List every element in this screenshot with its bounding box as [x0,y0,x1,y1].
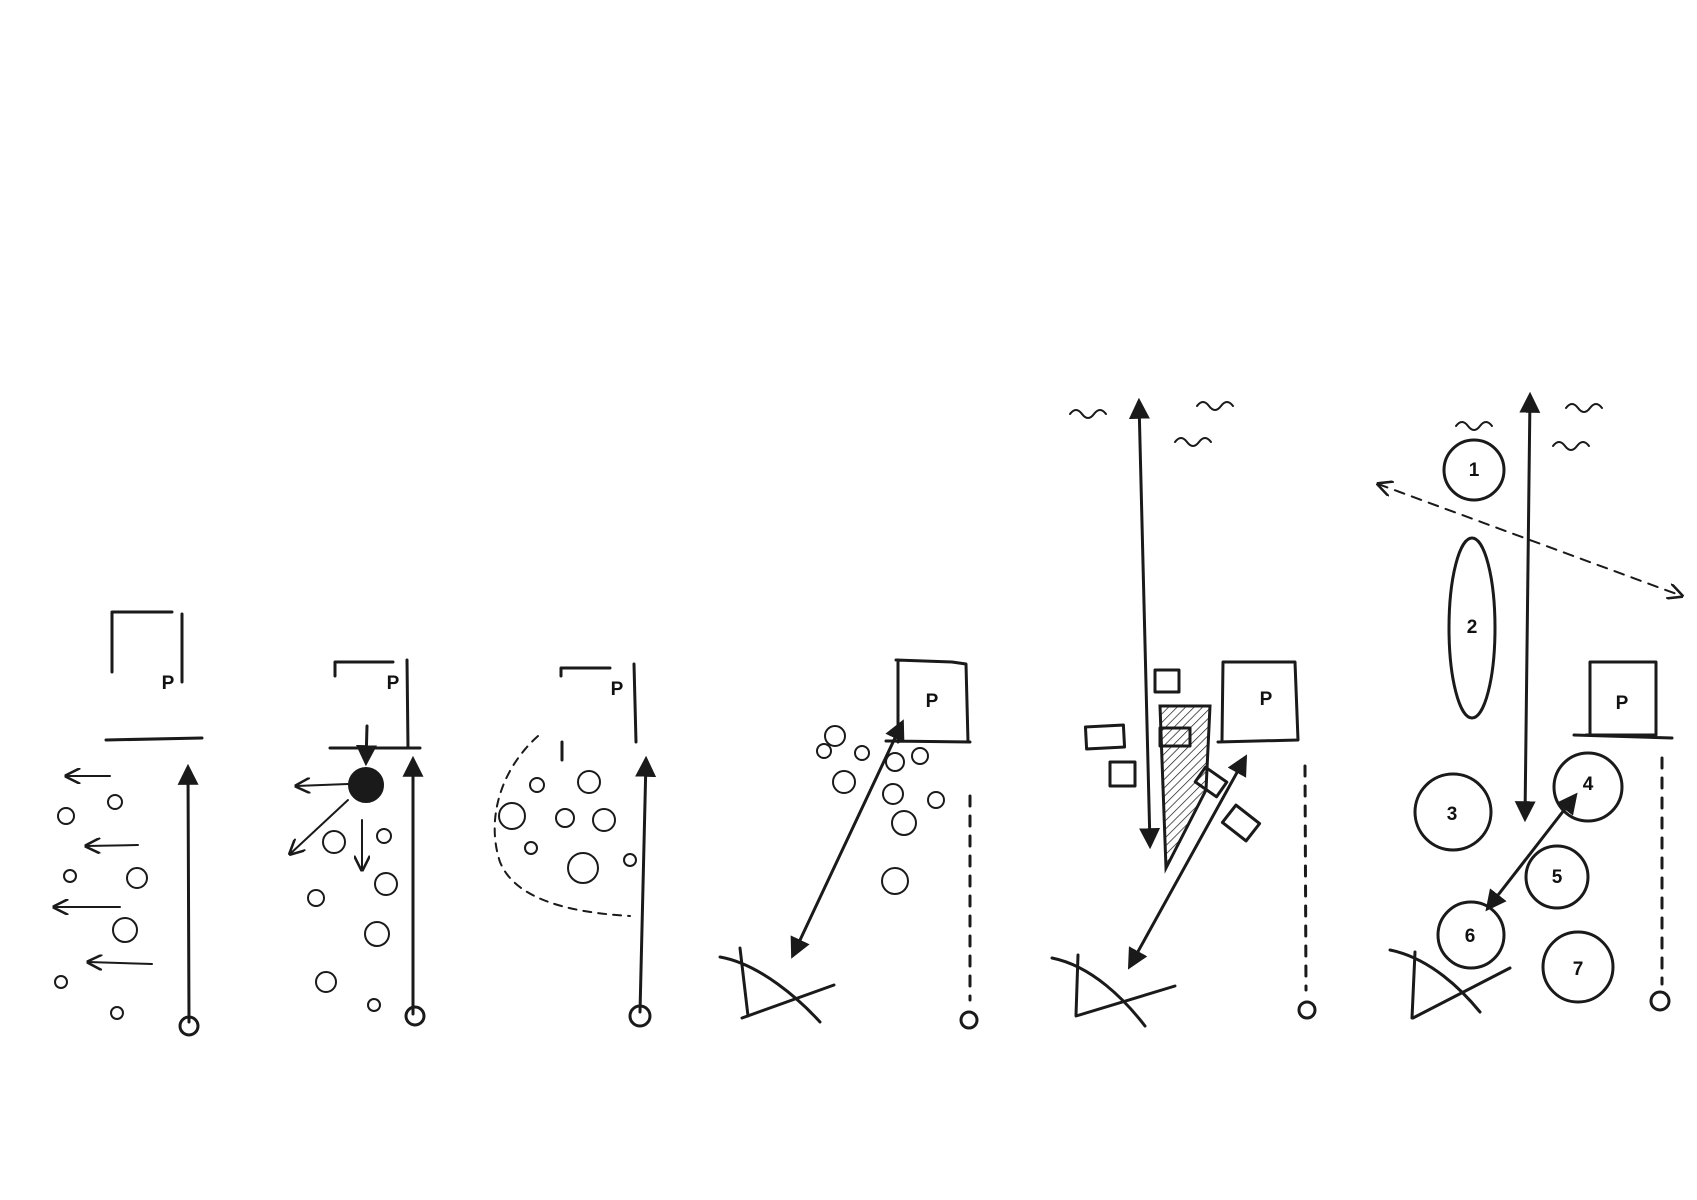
building-p-label-1: P [162,673,175,694]
water-waves-6 [1455,403,1603,451]
small-circles-2 [307,828,398,1012]
zone-3: 3 [1413,772,1493,852]
panel-6: P 1 2 3 4 5 6 7 [1378,391,1682,1020]
hub-circle-2 [348,767,384,803]
corner-mark-5 [1050,953,1177,1028]
panel-1: P [54,610,204,1037]
route-origin-6 [1649,990,1671,1012]
cluster-circles-4 [816,725,945,895]
zone-1: 1 [1442,438,1506,502]
dispersal-arrows-2 [290,784,362,870]
svg-text:1: 1 [1469,460,1480,481]
diagonal-link-arrow-4 [790,719,905,959]
enclosure-dashed-arc-3 [493,735,631,917]
svg-text:4: 4 [1583,774,1594,795]
route-origin-2 [404,1005,426,1027]
cluster-circles-3 [498,770,637,884]
dashed-path-5 [1303,764,1308,992]
zone-5: 5 [1524,844,1590,910]
building-p-label-4: P [926,691,939,712]
svg-text:6: 6 [1465,926,1476,947]
building-p-6 [1572,660,1674,740]
zone-4: 4 [1552,751,1624,823]
building-p-label-5: P [1260,689,1273,710]
svg-text:7: 7 [1573,959,1584,980]
svg-text:2: 2 [1467,617,1478,638]
zone-6: 6 [1436,900,1506,970]
svg-text:5: 5 [1552,867,1563,888]
small-circles-1 [54,794,148,1020]
building-p-label-6: P [1616,693,1629,714]
panel-3: P [493,662,657,1028]
route-origin-5 [1297,1000,1317,1020]
water-waves-5 [1069,401,1234,447]
corner-mark-4 [718,946,836,1024]
corner-mark-6 [1388,948,1512,1020]
building-p-label-3: P [611,679,624,700]
panel-4: P [718,658,979,1030]
route-origin-3 [628,1004,652,1028]
building-p-label-2: P [387,673,400,694]
main-route-arrow-1 [177,763,199,1024]
zone-7: 7 [1541,930,1615,1004]
flow-arrows-1 [54,776,153,964]
zone-link-arrow-6 [1485,792,1578,912]
vertical-axis-arrow-6 [1514,391,1541,823]
route-origin-4 [959,1010,979,1030]
panel-2: P [290,658,426,1027]
vertical-axis-arrow-5 [1128,397,1161,850]
building-p-2 [328,658,422,750]
route-origin-1 [178,1015,200,1037]
dashed-crossing-arrow-6 [1378,484,1682,596]
panel-5: P [1050,397,1317,1028]
building-p-3 [559,662,638,762]
main-route-arrow-3 [635,755,657,1014]
building-p-5 [1216,660,1300,744]
entry-arrow-2 [355,724,377,767]
svg-text:3: 3 [1447,804,1458,825]
building-p-1 [104,610,204,742]
diagonal-link-arrow-5 [1127,754,1248,970]
zone-2: 2 [1447,536,1497,720]
